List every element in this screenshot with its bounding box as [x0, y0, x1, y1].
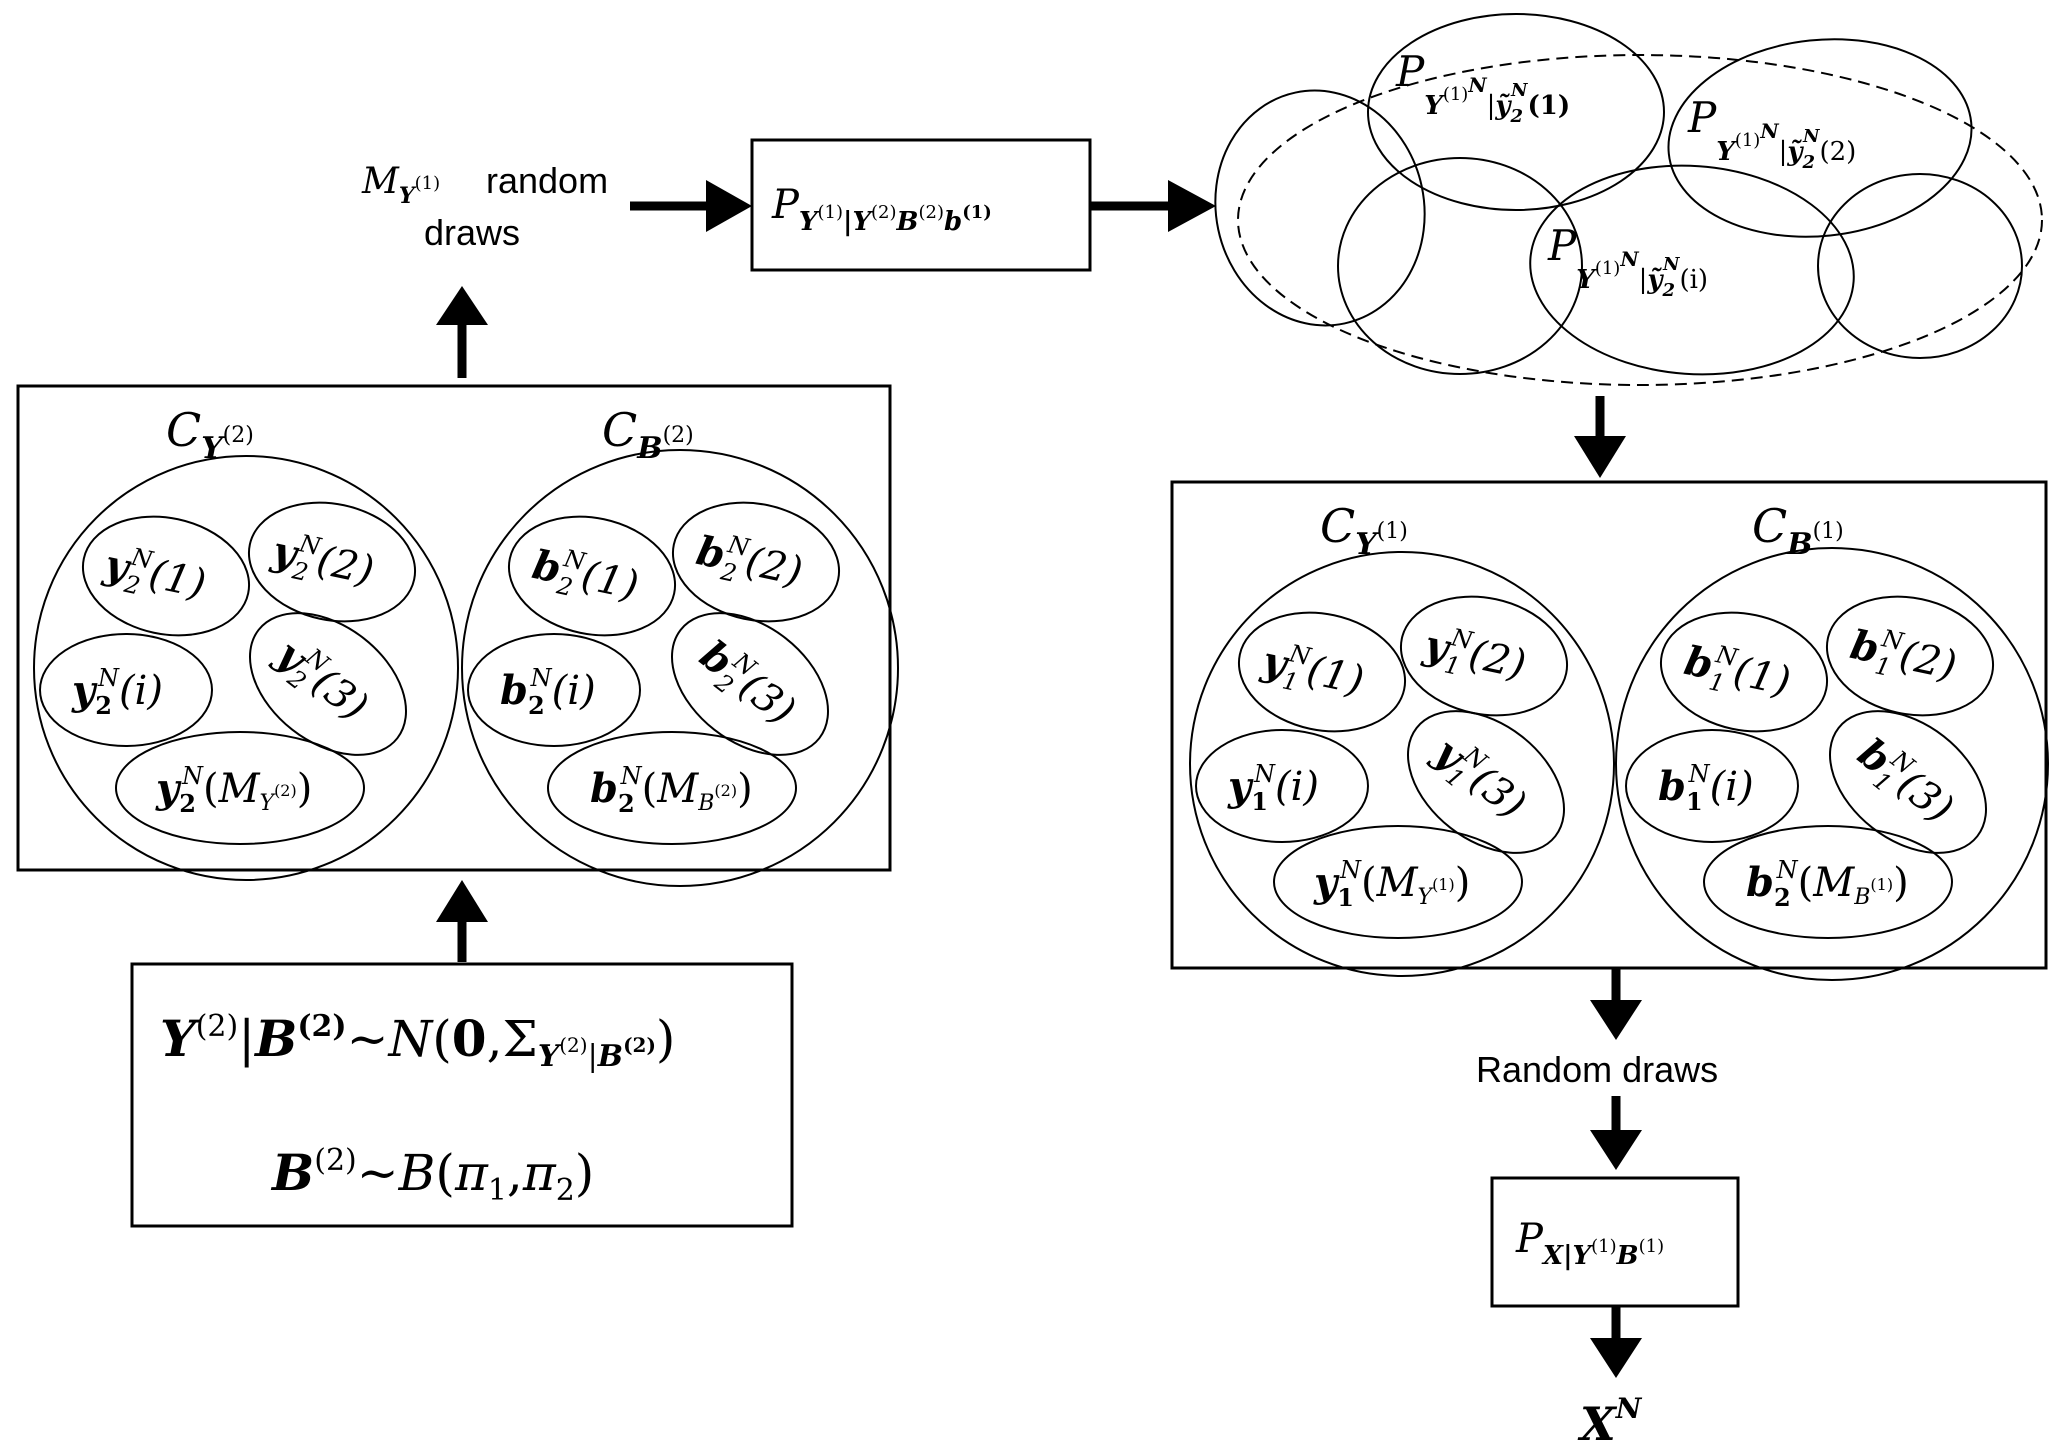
arrow-right-1: [630, 180, 752, 232]
left-Y-set: [33, 455, 459, 881]
arrow-up-1: [436, 286, 488, 378]
arrow-down-2: [1590, 968, 1642, 1040]
prior-line-1: Y(2)|B(2)~N(0,ΣY(2)|B(2)): [160, 1009, 675, 1074]
right-b-label-1: b1N(1): [1679, 634, 1795, 711]
left-y-ellipse-2: [247, 501, 417, 623]
right-b-ellipse-i: [1625, 729, 1799, 843]
left-y-label-2: y2N(2): [266, 524, 379, 600]
right-b-ellipse-M: [1703, 825, 1953, 939]
left-b-label-i: b2N(i): [500, 664, 596, 720]
left-b-ellipse-2: [671, 501, 841, 623]
output-box-label: PX|Y(1)B(1): [1515, 1216, 1664, 1271]
mixture-cloud: [1214, 13, 2043, 386]
prior-box: [130, 962, 794, 1228]
right-CB-label: CB(1): [1752, 499, 1844, 562]
left-y-label-1: y2N(1): [98, 537, 211, 613]
left-y-label-M: y2N(MY(2)): [155, 762, 312, 818]
output-XN: XN: [1577, 1392, 1643, 1451]
random-draws-label: Random draws: [1476, 1049, 1718, 1090]
right-b-label-M: b2N(MB(1)): [1746, 856, 1909, 912]
right-y-label-1: y1N(1): [1256, 634, 1369, 710]
left-b-ellipse-1: [507, 515, 677, 637]
cloud-label-2: PY(1)N|ỹ2N(2): [1687, 93, 1856, 173]
right-CY-label: CY(1): [1320, 499, 1408, 562]
left-y-ellipse-i: [39, 633, 213, 747]
left-b-label-2: b2N(2): [691, 524, 807, 601]
right-b-ellipse-3: [1829, 710, 1987, 854]
right-Y-set: [1189, 551, 1615, 977]
arrow-down-1: [1574, 396, 1626, 478]
right-B-set: [1615, 547, 2049, 981]
right-b-ellipse-1: [1659, 611, 1829, 733]
arrow-down-3: [1590, 1096, 1642, 1170]
cloud-label-3: PY(1)N|ỹ2N(i): [1547, 221, 1708, 301]
right-y-ellipse-i: [1195, 729, 1369, 843]
left-b-label-M: b2N(MB(2)): [590, 762, 753, 818]
left-y-ellipse-1: [81, 515, 251, 637]
arrow-up-2: [436, 880, 488, 962]
left-b-ellipse-i: [467, 633, 641, 747]
top-label-M: MY(1): [361, 161, 440, 209]
prior-line-2: B(2)~B(π1,π2): [270, 1143, 594, 1208]
right-y-label-M: y1N(MY(1)): [1313, 856, 1470, 912]
left-y-ellipse-M: [115, 731, 365, 845]
left-b-ellipse-M: [547, 731, 797, 845]
right-y-ellipse-1: [1237, 611, 1407, 733]
left-y-label-i: y2N(i): [71, 664, 163, 720]
left-y-ellipse-3: [249, 612, 407, 756]
top-label-random: random: [486, 160, 608, 201]
right-y-ellipse-M: [1273, 825, 1523, 939]
left-set-box: [16, 384, 892, 872]
right-b-label-2: b1N(2): [1845, 618, 1961, 695]
arrow-right-2: [1090, 180, 1216, 232]
right-b-label-i: b1N(i): [1658, 760, 1754, 816]
left-CB-label: CB(2): [602, 403, 694, 466]
right-y-label-2: y1N(2): [1418, 618, 1531, 694]
left-B-set: [461, 449, 899, 887]
right-set-box: [1170, 480, 2048, 970]
right-y-ellipse-3: [1407, 710, 1565, 854]
arrow-down-4: [1590, 1306, 1642, 1378]
top-label-draws: draws: [424, 212, 520, 253]
left-CY-label: CY(2): [166, 403, 254, 466]
left-b-label-1: b2N(1): [527, 538, 643, 615]
conditional-label: PY(1)|Y(2)B(2)b(1): [771, 182, 992, 237]
right-y-label-i: y1N(i): [1227, 760, 1319, 816]
left-b-ellipse-3: [671, 612, 829, 756]
cloud-label-1: PY(1)N|ỹ2N(1): [1395, 47, 1570, 127]
